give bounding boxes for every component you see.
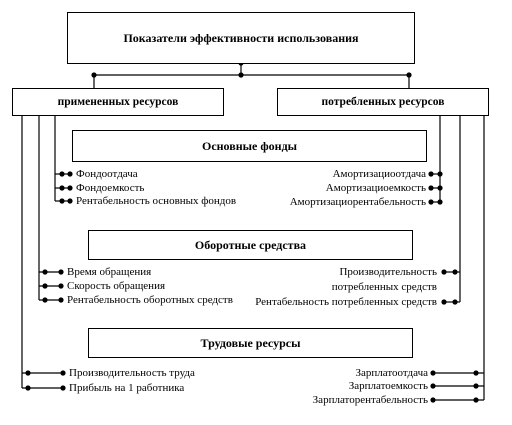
list-item: Производительность (339, 266, 437, 278)
list-item: Зарплатоемкость (348, 380, 428, 392)
main-title-box: Показатели эффективности использования (67, 12, 415, 64)
left-header-box: примененных ресурсов (12, 88, 224, 116)
list-item: Производительность труда (69, 367, 195, 379)
fixed-assets-box: Основные фонды (72, 130, 427, 162)
fixed-assets-title: Основные фонды (201, 138, 298, 153)
list-item: Фондоотдача (76, 168, 138, 180)
labor-box: Трудовые ресурсы (88, 328, 413, 358)
main-title: Показатели эффективности использования (123, 30, 359, 45)
right-header: потребленных ресурсов (321, 96, 445, 108)
list-item: Скорость обращения (67, 280, 166, 292)
list-item: Рентабельность основных фондов (76, 195, 237, 207)
list-item: потребленных средств (331, 281, 437, 293)
working-capital-box: Оборотные средства (88, 230, 413, 260)
list-item: Зарплатоотдача (355, 367, 429, 379)
list-item: Фондоемкость (76, 182, 145, 194)
list-item: Рентабельность потребленных средств (255, 296, 437, 308)
labor-title: Трудовые ресурсы (200, 335, 301, 350)
list-item: Амортизациорентабельность (289, 196, 426, 208)
list-item: Зарплаторентабельность (312, 394, 428, 406)
list-item: Амортизациоемкость (325, 182, 426, 194)
list-item: Время обращения (67, 266, 152, 278)
left-header: примененных ресурсов (57, 96, 179, 108)
working-capital-title: Оборотные средства (194, 237, 307, 252)
list-item: Прибыль на 1 работника (69, 382, 185, 394)
right-header-box: потребленных ресурсов (277, 88, 489, 116)
list-item: Рентабельность оборотных средств (67, 294, 233, 306)
list-item: Амортизациоотдача (332, 168, 426, 180)
